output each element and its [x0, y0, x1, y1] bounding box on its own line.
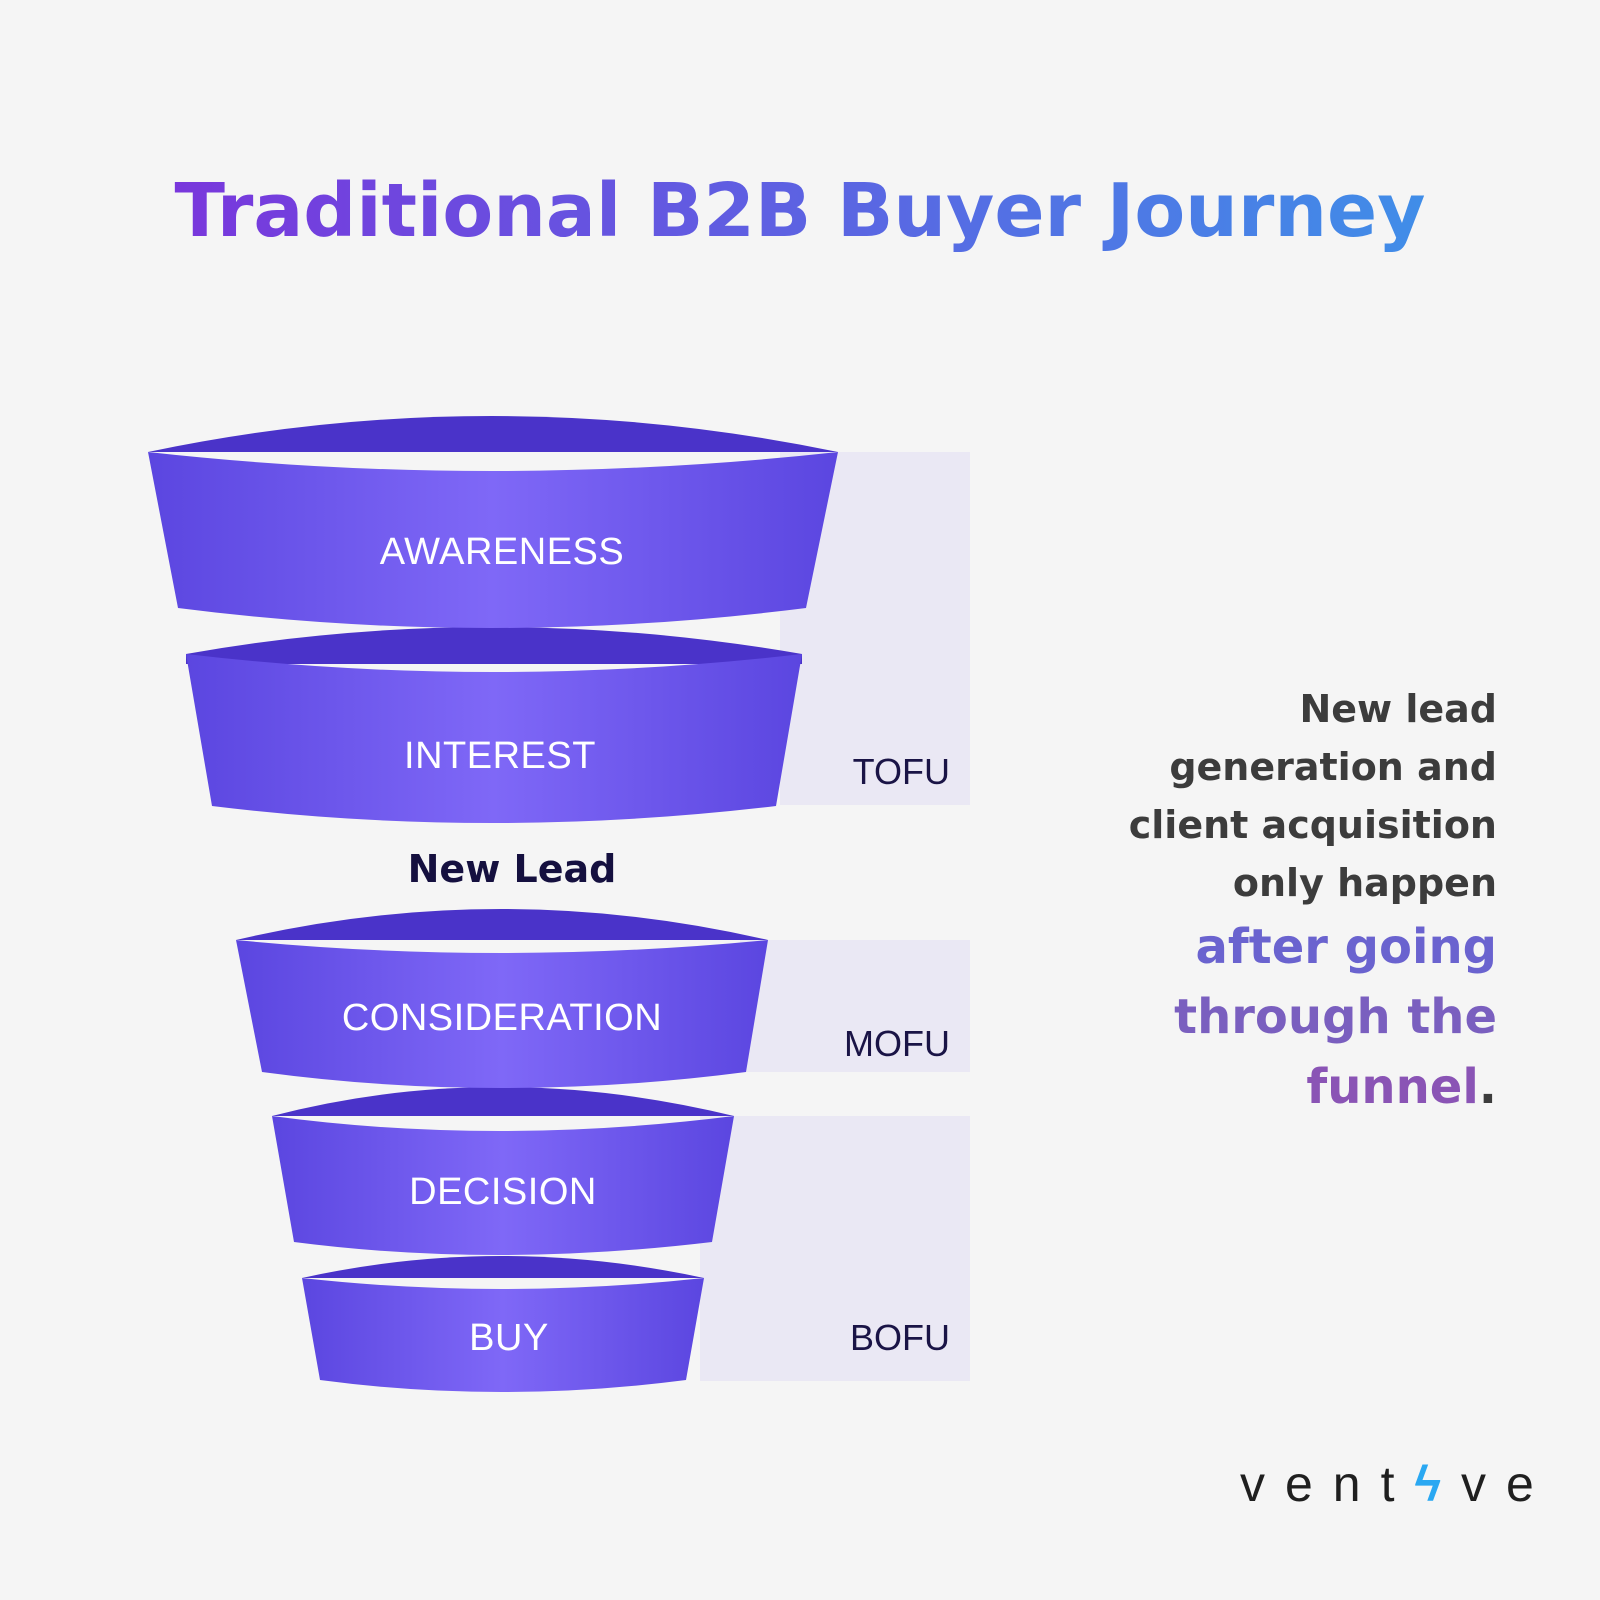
mofu-band [740, 940, 970, 1072]
band-label-tofu: TOFU [853, 751, 950, 792]
side-highlight-2: through the [1174, 989, 1497, 1045]
band-label-bofu: BOFU [850, 1317, 950, 1358]
funnel-stage-decision: DECISION [272, 1087, 734, 1255]
ventive-logo: ventϟve [1240, 1455, 1554, 1513]
title-graphic: Traditional B2B Buyer Journey [175, 168, 1426, 254]
side-highlight-3: funnel [1306, 1059, 1479, 1115]
side-line-1: New lead [1299, 687, 1497, 731]
side-line-2: generation and [1169, 745, 1497, 789]
side-period: . [1478, 1059, 1497, 1115]
stage-label-decision: DECISION [409, 1171, 597, 1213]
funnel-stage-interest: INTEREST [186, 627, 802, 823]
stage-label-awareness: AWARENESS [380, 531, 625, 573]
funnel-stage-buy: BUY [302, 1256, 704, 1392]
funnel-stage-awareness: AWARENESS [148, 416, 838, 628]
side-highlight-1: after going [1195, 919, 1497, 975]
side-line-4: only happen [1232, 861, 1497, 905]
stage-label-consideration: CONSIDERATION [342, 997, 662, 1039]
stage-label-buy: BUY [469, 1317, 549, 1359]
side-statement: New lead generation and client acquisiti… [1077, 680, 1497, 1122]
page-title: Traditional B2B Buyer Journey [175, 168, 1426, 254]
new-lead-label: New Lead [408, 847, 617, 891]
logo-text-start: vent [1240, 1456, 1415, 1512]
band-label-mofu: MOFU [844, 1023, 950, 1064]
stage-label-interest: INTEREST [404, 735, 596, 777]
bofu-band [700, 1116, 970, 1381]
funnel-stage-consideration: CONSIDERATION [236, 909, 768, 1088]
lightning-bolt-icon: ϟ [1414, 1456, 1461, 1512]
logo-text-end: ve [1460, 1456, 1554, 1512]
side-line-3: client acquisition [1128, 803, 1497, 847]
side-highlight-line-3: funnel. [1077, 1052, 1497, 1122]
